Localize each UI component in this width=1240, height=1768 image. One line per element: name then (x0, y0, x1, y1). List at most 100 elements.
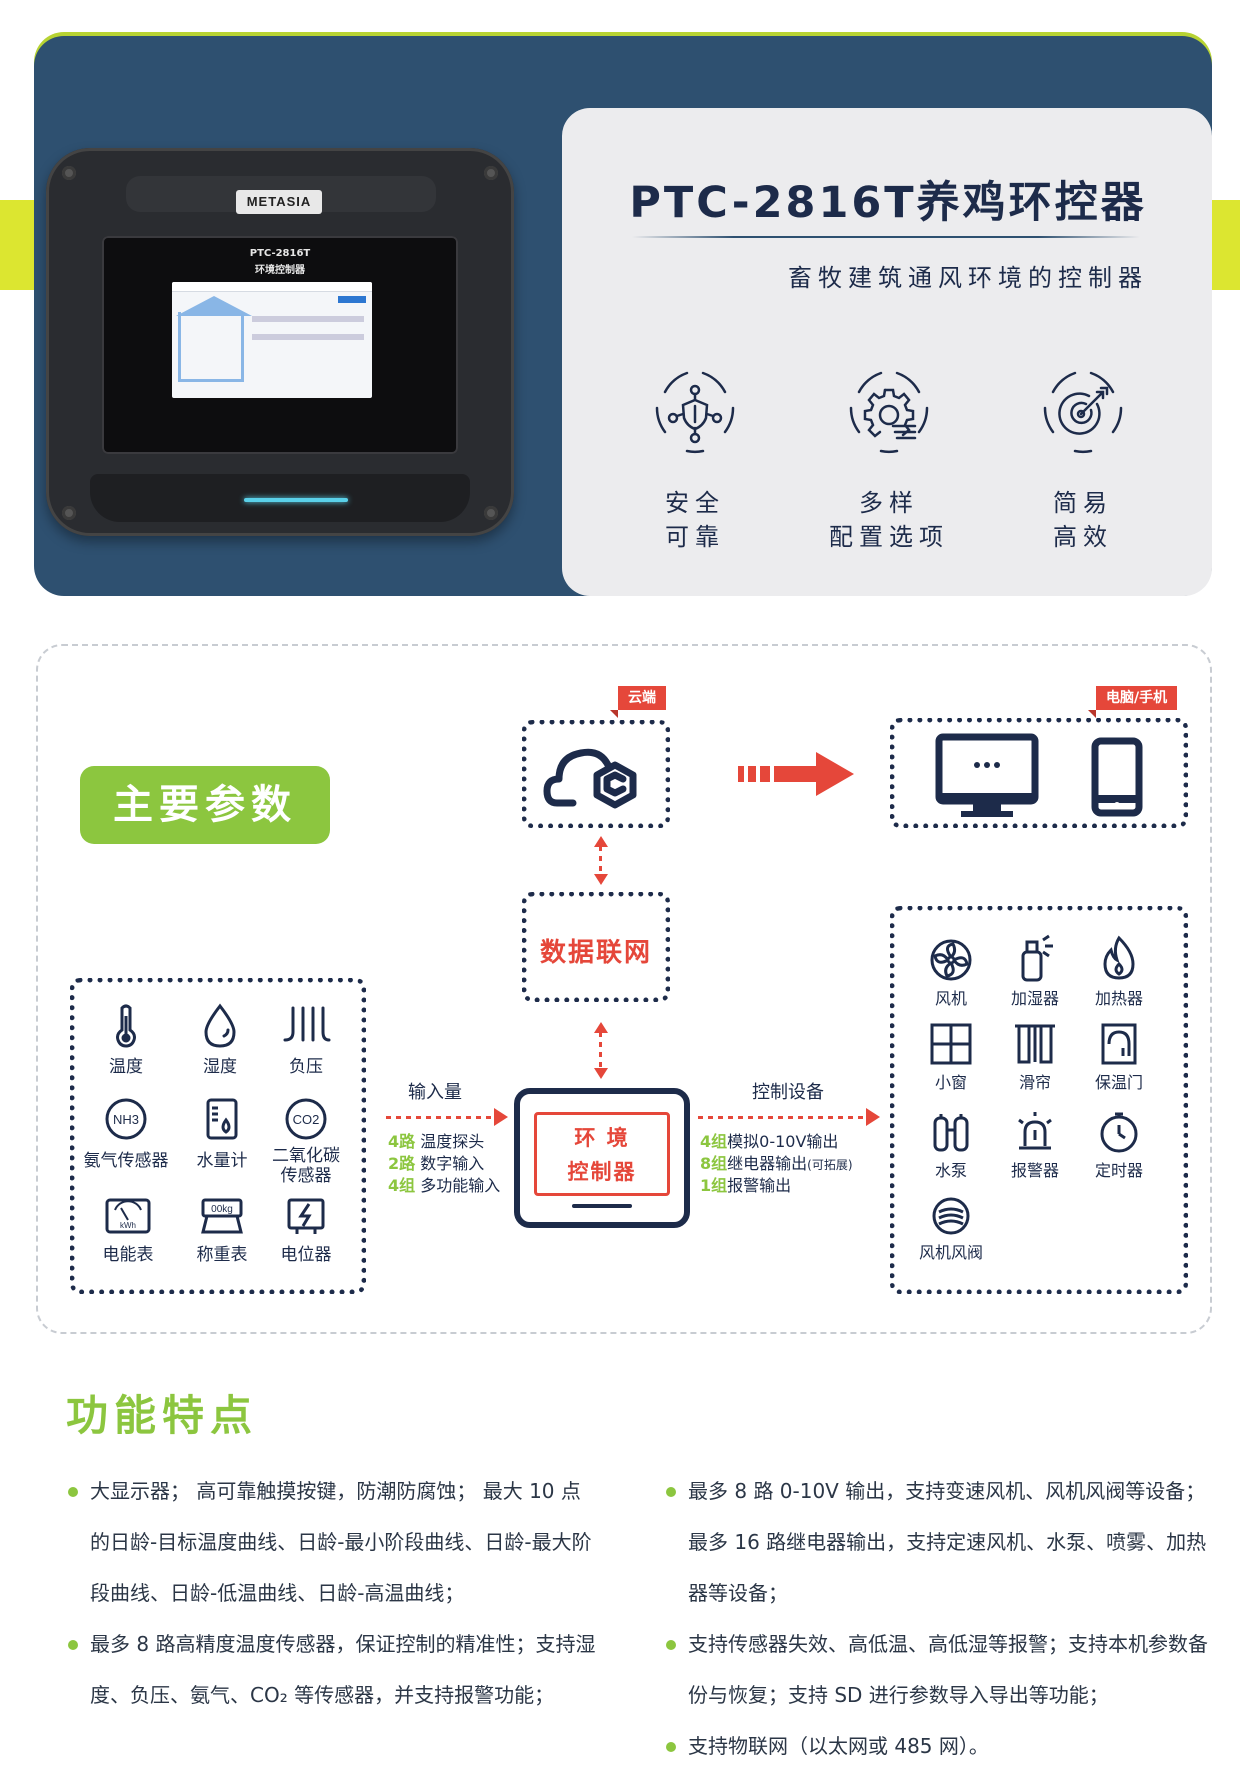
feature-config-options: 多样配置选项 (824, 360, 954, 554)
output-arrow-head (866, 1108, 880, 1126)
sensors-box (70, 978, 366, 1294)
screw-icon (62, 506, 76, 520)
product-subtitle: 畜牧建筑通风环境的控制器 (788, 264, 1148, 292)
features-title: 功能特点 (66, 1391, 259, 1440)
sensor-ammonia: NH3 氨气传感器 (78, 1096, 174, 1171)
sensor-water-meter: 水量计 (174, 1096, 270, 1171)
screen-ui-preview (172, 282, 372, 398)
link-cloud-network (599, 846, 602, 876)
main-parameters-heading: 主要参数 (80, 766, 330, 844)
pc-phone-box (890, 718, 1188, 828)
screen-readings (252, 316, 364, 340)
device-curtain: 滑帘 (990, 1022, 1080, 1093)
features-list-right: 最多 8 路 0-10V 输出，支持变速风机、风机风阀等设备； 最多 16 路继… (664, 1466, 1224, 1768)
monitor-icon (935, 733, 1039, 817)
target-icon (1043, 371, 1123, 454)
controller-led (572, 1204, 632, 1208)
product-title: PTC-2816T养鸡环控器 (629, 178, 1147, 228)
shield-network-icon (655, 371, 735, 454)
feature-safe-reliable: 安全可靠 (630, 360, 760, 554)
environment-controller-icon: 环 境控制器 (514, 1088, 690, 1228)
output-arrow-line (698, 1116, 868, 1119)
cloud-tag: 云端 (610, 686, 666, 718)
feature-bullet: 支持传感器失效、高低温、高低湿等报警；支持本机参数备份与恢复；支持 SD 进行参… (664, 1619, 1224, 1721)
feature-label: 简易高效 (1053, 489, 1113, 551)
water-drop-icon (204, 1003, 236, 1048)
svg-text:NH3: NH3 (113, 1112, 139, 1127)
potentiometer-icon (287, 1198, 325, 1234)
inputs-heading: 输入量 (408, 1082, 462, 1103)
screen-title: 环境控制器 (255, 265, 305, 276)
feature-label: 多样配置选项 (829, 489, 949, 551)
sensor-energy-meter: kWh 电能表 (80, 1196, 176, 1265)
sensor-pressure: 负压 (258, 1002, 354, 1077)
left-accent-block (0, 200, 40, 290)
feature-bullet: 大显示器； 高可靠触摸按键，防潮防腐蚀； 最大 10 点的日龄-目标温度曲线、日… (66, 1466, 596, 1619)
house-roof-icon (176, 296, 252, 316)
device-fan-damper: 风机风阀 (906, 1196, 996, 1263)
device-alarm: 报警器 (990, 1110, 1080, 1181)
curtain-icon (1015, 1024, 1055, 1064)
outputs-heading: 控制设备 (752, 1082, 824, 1103)
hero-info-panel (562, 108, 1212, 596)
arrow-down (594, 874, 608, 885)
screw-icon (62, 166, 76, 180)
sensor-humidity: 湿度 (172, 1002, 268, 1077)
data-network-box (522, 892, 670, 1002)
device-fan: 风机 (906, 938, 996, 1009)
svg-text:CO2: CO2 (293, 1112, 320, 1127)
device-timer: 定时器 (1074, 1110, 1164, 1181)
controller-label: 环 境控制器 (534, 1112, 670, 1196)
parameter-diagram-frame (36, 644, 1212, 1334)
svg-text:00kg: 00kg (211, 1204, 233, 1215)
alarm-icon (1018, 1112, 1052, 1150)
input-arrow-head (494, 1108, 508, 1126)
input-line-2: 2路 数字输入 (388, 1154, 485, 1173)
feature-bullet: 最多 8 路 0-10V 输出，支持变速风机、风机风阀等设备； 最多 16 路继… (664, 1466, 1224, 1619)
input-line-3: 4组 多功能输入 (388, 1176, 501, 1195)
feature-bullet: 支持物联网（以太网或 485 网）。 (664, 1721, 1224, 1768)
fan-icon (930, 939, 972, 981)
output-line-3: 1组报警输出 (700, 1176, 792, 1195)
window-icon (930, 1023, 972, 1065)
pc-phone-tag: 电脑/手机 (1087, 686, 1178, 718)
nh3-icon: NH3 (105, 1098, 147, 1140)
humidifier-icon (1021, 934, 1053, 982)
device-insulated-door: 保温门 (1074, 1022, 1164, 1093)
energy-meter-icon: kWh (105, 1198, 151, 1234)
device-heater: 加热器 (1074, 934, 1164, 1009)
arrow-up (594, 1022, 608, 1033)
input-line-1: 4路 温度探头 (388, 1132, 485, 1151)
input-arrow-line (386, 1116, 498, 1119)
features-list-left: 大显示器； 高可靠触摸按键，防潮防腐蚀； 最大 10 点的日龄-目标温度曲线、日… (66, 1466, 596, 1721)
sensor-potentiometer: 电位器 (258, 1196, 354, 1265)
water-meter-icon (206, 1098, 238, 1140)
cloud-box (522, 720, 670, 828)
data-network-label: 数据联网 (539, 938, 652, 968)
link-network-controller (599, 1032, 602, 1070)
screen-button (338, 296, 366, 303)
brand-logo: METASIA (236, 190, 322, 214)
timer-icon (1100, 1112, 1138, 1153)
co2-icon: CO2 (285, 1098, 327, 1140)
feature-label: 安全可靠 (665, 489, 725, 551)
screen-model: PTC-2816T (249, 248, 311, 259)
feature-bullet: 最多 8 路高精度温度传感器，保证控制的精准性；支持湿度、负压、氨气、CO₂ 等… (66, 1619, 596, 1721)
pump-icon (933, 1114, 969, 1152)
svg-text:kWh: kWh (120, 1221, 136, 1230)
screen-nav-bar (172, 282, 372, 292)
arrow-down (594, 1068, 608, 1079)
gear-config-icon (849, 371, 929, 454)
device-bottom-cover (90, 474, 470, 522)
door-icon (1101, 1023, 1137, 1065)
output-line-1: 4组模拟0-10V输出 (700, 1132, 839, 1151)
sensor-co2: CO2 二氧化碳传感器 (258, 1096, 354, 1186)
sensor-temperature: 温度 (78, 1002, 174, 1077)
output-line-2: 8组继电器输出(可拓展) (700, 1154, 853, 1173)
thermometer-icon (116, 1004, 136, 1048)
feature-simple-efficient: 简易高效 (1018, 360, 1148, 554)
scale-icon: 00kg (201, 1198, 243, 1234)
title-divider (632, 236, 1140, 238)
screw-icon (484, 506, 498, 520)
screw-icon (484, 166, 498, 180)
